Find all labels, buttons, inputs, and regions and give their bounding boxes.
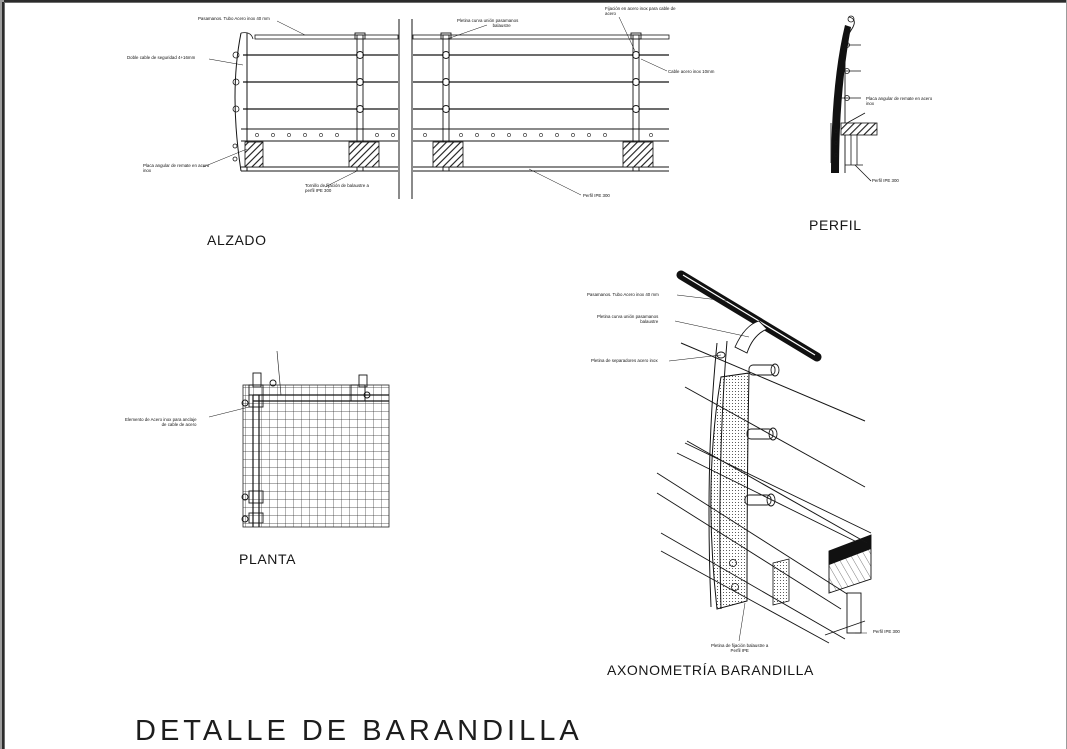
note-pletina-curva-l1: Pletina curva unión pasamanos <box>457 18 519 23</box>
sheet-title: DETALLE DE BARANDILLA <box>135 715 583 747</box>
axo-note-pletina-fij-l2: Perfil IPE <box>730 648 749 654</box>
axo-note-pletina-curva-l1: Pletina curva unión pasamanos <box>597 314 659 319</box>
drawing-sheet: Pasamanos. Tubo Acero inox 40 mm Pletina… <box>4 2 1066 749</box>
note-placa-anclaje-l2: inox <box>143 168 152 174</box>
note-perfil-ipe: Perfil IPE 300 <box>583 193 610 198</box>
perfil-note-ipe: Perfil IPE 300 <box>872 178 899 183</box>
view-title-perfil: PERFIL <box>809 217 862 233</box>
axo-note-pletina-sep: Pletina de separadores acero inox <box>591 358 658 363</box>
perfil-note-placa-l1: Placa angular de remate en acero <box>866 96 933 101</box>
planta-note-elemento-l1: Elemento de Acero inox para anclaje <box>125 417 197 422</box>
note-cable-acero: Cable acero inox 10mm <box>668 69 715 74</box>
axo-note-pletina-curva: Pletina curva unión pasamanos balaustre <box>597 314 658 324</box>
note-pletina-curva: Pletina curva unión pasamanos balaustre <box>457 18 518 28</box>
handrail-right <box>412 34 670 40</box>
note-fijacion-l1: Fijación en acero inox para cable de <box>605 6 676 11</box>
note-pletina-curva-l2: balaustre <box>492 23 511 29</box>
alzado-drawing <box>202 16 670 199</box>
cables <box>243 54 669 110</box>
view-title-planta: PLANTA <box>239 551 297 567</box>
axo-note-pasamanos: Pasamanos. Tubo Acero inox 40 mm <box>587 292 659 297</box>
perfil-note-placa-l2: inox <box>866 101 875 107</box>
cad-drawing <box>202 15 878 644</box>
note-tornillo-l2: perfil IPE 300 <box>305 188 332 194</box>
note-placa-anclaje-l1: Placa angular de remate en acero <box>143 163 210 168</box>
axo-note-pletina-fij: Pletina de fijación balaustre a Perfil I… <box>711 643 768 653</box>
posts <box>354 32 642 172</box>
note-fijacion-l2: acero <box>605 11 616 17</box>
view-title-alzado: ALZADO <box>207 232 267 248</box>
note-fijacion: Fijación en acero inox para cable de ace… <box>605 6 676 16</box>
view-title-axonometria: AXONOMETRÍA BARANDILLA <box>607 662 814 678</box>
axo-note-pletina-fij-l1: Pletina de fijación balaustre a <box>711 643 769 648</box>
axo-note-pletina-curva-l2: balaustre <box>640 319 659 325</box>
note-tornillo: Tornillo de fijación de balaustre a perf… <box>305 183 369 193</box>
note-placa-anclaje: Placa angular de remate en acero inox <box>143 163 209 173</box>
planta-note-elemento-l2: de cable de acero <box>161 422 197 428</box>
hatched-supports <box>244 141 654 168</box>
axonometria-drawing <box>656 270 872 644</box>
note-pasamanos: Pasamanos. Tubo Acero inox 40 mm <box>198 16 270 21</box>
note-doble-cable: Doble cable de seguridad 4+16mm <box>127 55 196 60</box>
planta-drawing <box>208 350 390 528</box>
beam-holes <box>255 133 653 137</box>
planta-note-elemento: Elemento de Acero inox para anclaje de c… <box>125 417 197 427</box>
perfil-drawing <box>830 15 878 182</box>
note-tornillo-l1: Tornillo de fijación de balaustre a <box>305 183 369 188</box>
perfil-note-placa: Placa angular de remate en acero inox <box>866 96 932 106</box>
handrail-left <box>254 34 399 40</box>
axo-note-ipe: Perfil IPE 300 <box>873 629 900 634</box>
